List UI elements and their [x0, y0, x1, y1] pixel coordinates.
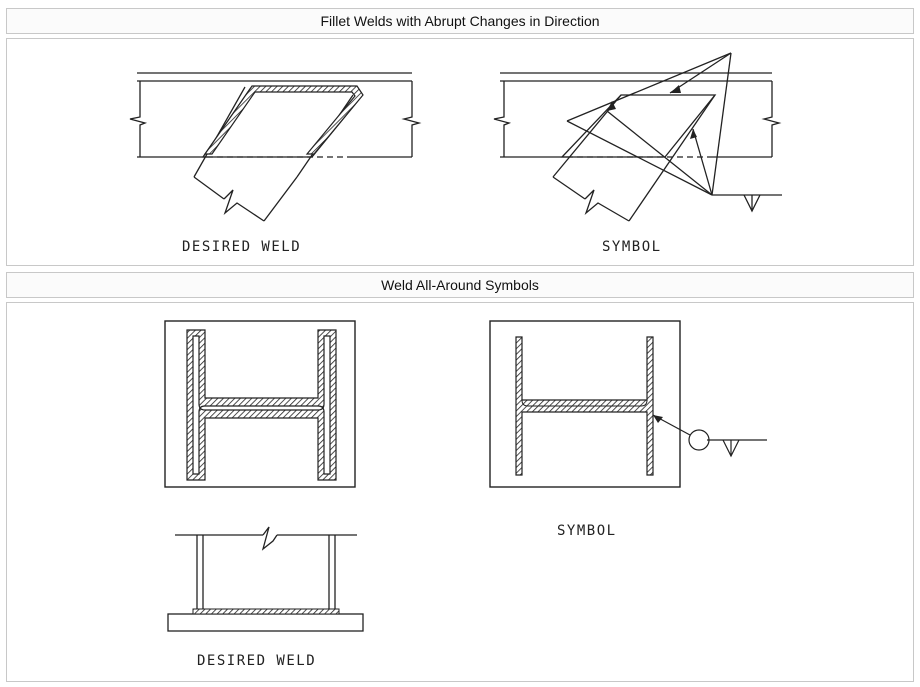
desired-weld-elevation — [167, 526, 364, 632]
desired-weld-bead — [203, 85, 364, 155]
desired-weld-beam-drawing — [129, 72, 422, 222]
label-desired-weld-2: DESIRED WELD — [197, 653, 316, 669]
section-title-weld-all-around: Weld All-Around Symbols — [6, 272, 914, 298]
symbol-beam-drawing — [493, 52, 782, 222]
panel-weld-all-around: SYMBOL DESIRED WELD — [6, 302, 914, 682]
weld-all-around-diagrams: SYMBOL DESIRED WELD — [164, 320, 767, 669]
label-desired-weld-1: DESIRED WELD — [182, 239, 301, 255]
desired-weld-h-section — [164, 320, 356, 488]
section-title-fillet-welds: Fillet Welds with Abrupt Changes in Dire… — [6, 8, 914, 34]
panel-fillet-welds: DESIRED WELD — [6, 38, 914, 266]
label-symbol-2: SYMBOL — [557, 523, 617, 539]
symbol-arrowheads — [607, 85, 697, 139]
fillet-weld-diagrams: DESIRED WELD — [129, 52, 782, 255]
label-symbol-1: SYMBOL — [602, 239, 662, 255]
symbol-h-section — [489, 320, 767, 488]
desired-weld-elevation-bead — [192, 608, 340, 615]
